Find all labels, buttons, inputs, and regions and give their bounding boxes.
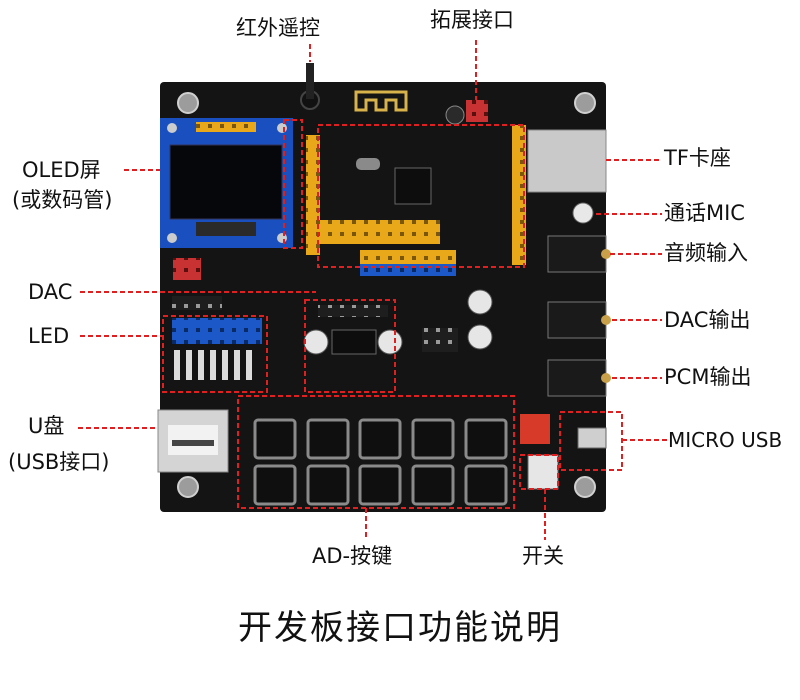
ir-receiver bbox=[300, 63, 320, 110]
header-bottom-row bbox=[360, 250, 456, 264]
led-header bbox=[172, 318, 262, 344]
oled-module bbox=[160, 118, 293, 248]
label-udisk-sub: (USB接口) bbox=[8, 450, 110, 474]
callout-box-oled bbox=[283, 119, 303, 249]
usb-a-port bbox=[157, 409, 229, 473]
callout-box-expansion bbox=[317, 124, 525, 268]
jack-aux-in bbox=[547, 235, 607, 273]
label-ir-remote: 红外遥控 bbox=[236, 16, 320, 40]
label-oled: OLED屏 bbox=[22, 158, 101, 182]
page-title: 开发板接口功能说明 bbox=[238, 608, 562, 648]
power-connector-red bbox=[520, 414, 550, 444]
label-mic: 通话MIC bbox=[664, 201, 745, 225]
header-blue-dac bbox=[360, 264, 456, 276]
power-switch bbox=[527, 454, 559, 490]
label-audio-in: 音频输入 bbox=[664, 241, 748, 265]
antenna-trace bbox=[354, 90, 408, 112]
mic-element bbox=[572, 202, 594, 224]
tactile-buttons bbox=[253, 418, 508, 506]
header-mid-row bbox=[320, 220, 440, 244]
label-pcm-out: PCM输出 bbox=[664, 365, 752, 389]
dac-pins bbox=[318, 305, 388, 317]
label-ad-keys: AD-按键 bbox=[312, 544, 393, 568]
callout-box-adkeys bbox=[237, 395, 515, 509]
callout-box-switch bbox=[519, 454, 559, 490]
label-udisk: U盘 bbox=[28, 414, 65, 438]
label-led: LED bbox=[28, 324, 70, 348]
label-dac-out: DAC输出 bbox=[664, 308, 751, 332]
mcu-chip bbox=[356, 158, 432, 205]
label-expansion: 拓展接口 bbox=[430, 8, 514, 32]
led-array bbox=[174, 350, 252, 380]
label-switch: 开关 bbox=[522, 544, 564, 568]
jack-pcm-out bbox=[547, 359, 607, 397]
tf-card-slot bbox=[527, 129, 607, 193]
callout-box-led bbox=[162, 315, 268, 393]
header-gnd bbox=[422, 328, 458, 352]
micro-usb-port bbox=[577, 427, 607, 449]
header-left-column bbox=[306, 135, 320, 255]
label-micro-usb: MICRO USB bbox=[668, 428, 783, 452]
header-expansion-red bbox=[466, 100, 488, 122]
mounting-holes bbox=[177, 92, 596, 498]
label-oled-sub: (或数码管) bbox=[12, 188, 113, 212]
dac-chip bbox=[331, 329, 377, 355]
header-expansion-red-2 bbox=[173, 258, 201, 280]
label-tf-slot: TF卡座 bbox=[664, 146, 731, 170]
header-black-left bbox=[172, 296, 222, 310]
label-dac: DAC bbox=[28, 280, 73, 304]
callout-box-dac bbox=[304, 299, 396, 393]
jack-dac-out bbox=[547, 301, 607, 339]
header-right-column bbox=[512, 125, 526, 265]
